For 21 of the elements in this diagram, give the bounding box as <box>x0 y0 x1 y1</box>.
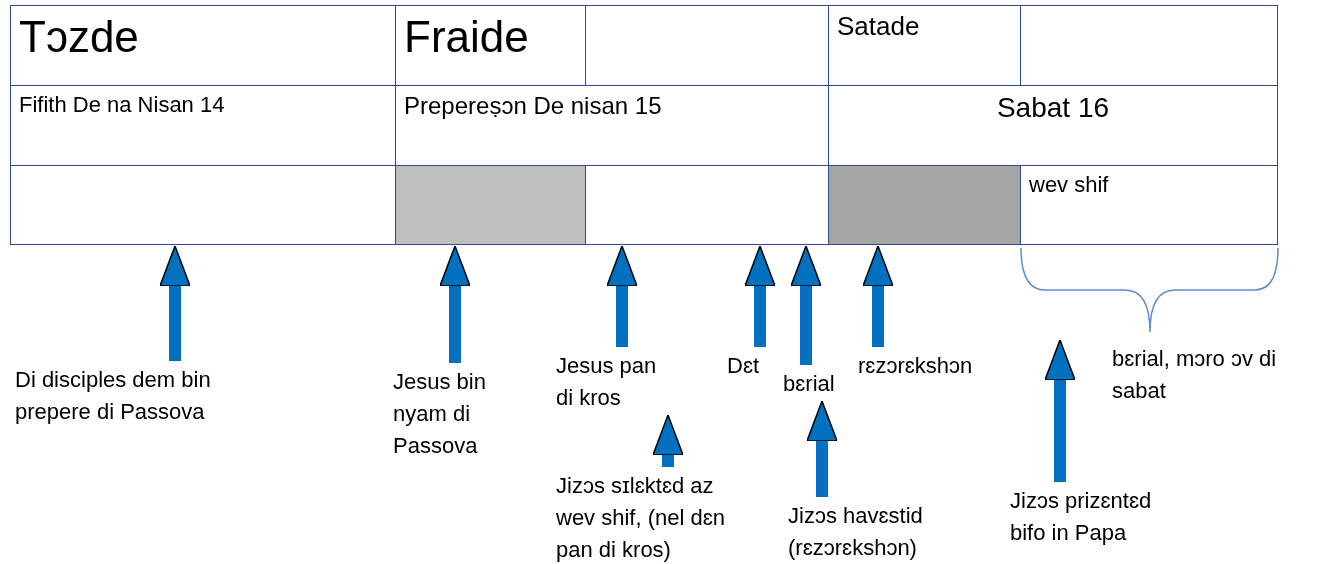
event-label: Di disciples dem bin prepere di Passova <box>15 364 285 428</box>
event-label: Jesus pan di kros <box>556 350 668 414</box>
table-cell: wev shif <box>1020 165 1278 245</box>
event-label: Jizɔs sɪlɛktɛd az wev shif, (nel dɛn pan di kros) <box>556 470 756 564</box>
block-arrow <box>744 245 776 347</box>
block-arrow <box>159 245 191 361</box>
block-arrow <box>1044 339 1076 482</box>
block-arrow <box>806 400 838 497</box>
event-label: Jizɔs prizɛntɛd bifo in Papa <box>1010 485 1185 549</box>
event-label: bɛrial <box>783 368 849 400</box>
event-label: Dɛt <box>727 350 772 382</box>
event-label: rɛzɔrɛkshɔn <box>858 350 1003 382</box>
block-arrow <box>790 245 822 365</box>
event-label: Jizɔs havɛstid (rɛzɔrɛkshɔn) <box>788 500 963 564</box>
table-cell: Tɔzde <box>10 5 396 86</box>
event-label: Jesus bin nyam di Passova <box>393 366 518 462</box>
block-arrow <box>862 245 894 347</box>
block-arrow <box>606 245 638 347</box>
brace-note: bɛrial, mɔro ɔv di sabat <box>1112 345 1278 405</box>
block-arrow <box>652 414 684 467</box>
block-arrow <box>439 245 471 363</box>
